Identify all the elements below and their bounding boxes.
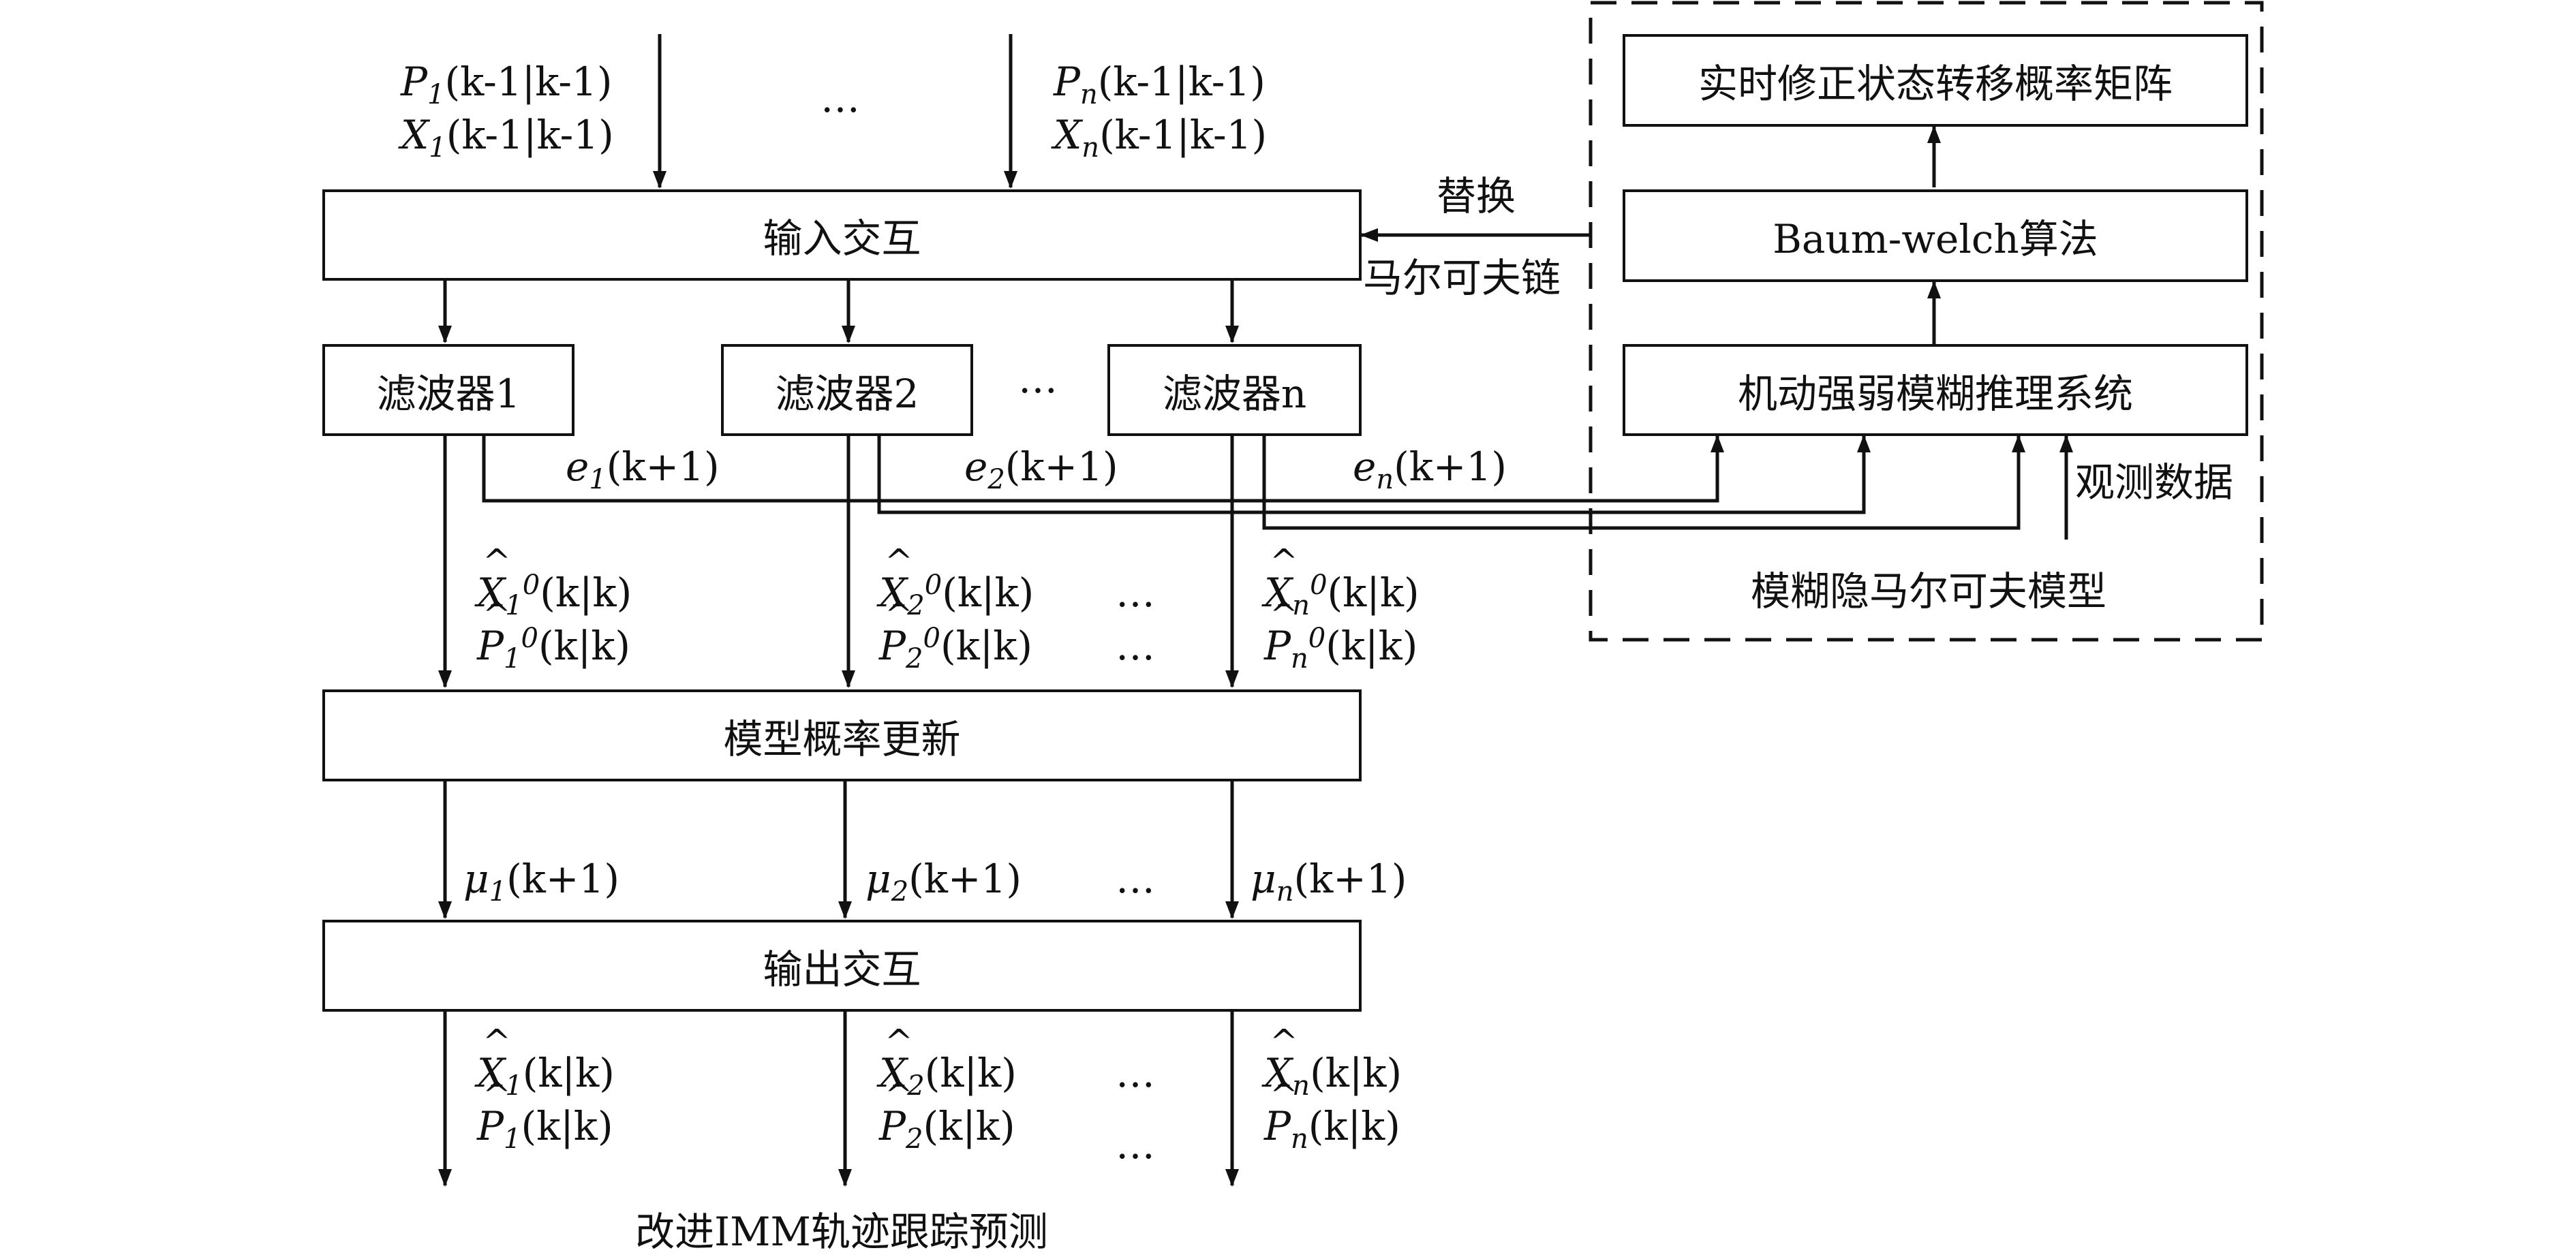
- est-p-2: P20(k|k): [879, 587, 1032, 673]
- fuzzy-inference-label: 机动强弱模糊推理系统: [1737, 370, 2133, 417]
- ellipsis-mu: …: [1116, 856, 1158, 902]
- fuzzy-hmm-frame: [1589, 1, 2264, 642]
- ellipsis-est-2: …: [1116, 623, 1158, 669]
- out-p-2: P2(k|k): [879, 1068, 1015, 1153]
- est-p-1: P10(k|k): [477, 587, 630, 673]
- mu-1-label: μ1(k+1): [463, 856, 620, 907]
- baum-welch-label: Baum-welch算法: [1773, 216, 2098, 262]
- output-interaction-label: 输出交互: [763, 946, 921, 993]
- output-interaction-box: 输出交互: [322, 920, 1362, 1012]
- observation-data-label: 观测数据: [2075, 459, 2234, 506]
- error-2-label: e2(k+1): [964, 444, 1118, 495]
- markov-chain-label: 马尔可夫链: [1363, 255, 1561, 301]
- ellipsis-filters: …: [1018, 356, 1060, 402]
- out-p-1: P1(k|k): [477, 1068, 613, 1153]
- model-prob-update-label: 模型概率更新: [723, 715, 961, 762]
- ellipsis-est-1: …: [1116, 570, 1158, 616]
- caption: 改进IMM轨迹跟踪预测: [635, 1209, 1048, 1255]
- fuzzy-inference-box: 机动强弱模糊推理系统: [1623, 344, 2248, 436]
- error-1-label: e1(k+1): [566, 444, 720, 495]
- filter-n-label: 滤波器n: [1162, 370, 1307, 417]
- input-n-cov: Pn(k-1|k-1): [1054, 59, 1266, 110]
- input-1-cov: P1(k-1|k-1): [401, 59, 613, 110]
- mu-2-label: μ2(k+1): [865, 856, 1022, 907]
- filter-n-box: 滤波器n: [1107, 344, 1362, 436]
- replace-label: 替换: [1437, 173, 1516, 219]
- input-interaction-label: 输入交互: [763, 215, 921, 262]
- model-prob-update-box: 模型概率更新: [322, 689, 1362, 781]
- ellipsis-out-2: …: [1116, 1121, 1158, 1168]
- input-n-state: Xn(k-1|k-1): [1054, 112, 1268, 164]
- realtime-correct-label: 实时修正状态转移概率矩阵: [1698, 61, 2173, 107]
- arrow-en: [1262, 435, 2025, 530]
- input-interaction-box: 输入交互: [322, 189, 1362, 281]
- baum-welch-box: Baum-welch算法: [1623, 189, 2248, 282]
- ellipsis-top: …: [821, 75, 863, 121]
- out-p-n: Pn(k|k): [1264, 1068, 1400, 1153]
- filter-2-label: 滤波器2: [775, 370, 919, 417]
- est-x-2: X20(k|k): [879, 534, 1034, 620]
- arrow-e2: [877, 435, 1871, 514]
- input-1-state: X1(k-1|k-1): [401, 112, 614, 164]
- out-x-1: X1(k|k): [477, 1014, 615, 1100]
- filter-1-label: 滤波器1: [376, 370, 521, 417]
- error-n-label: en(k+1): [1353, 444, 1507, 495]
- est-x-n: Xn0(k|k): [1264, 534, 1420, 620]
- realtime-correct-box: 实时修正状态转移概率矩阵: [1623, 34, 2248, 127]
- fuzzy-hmm-label: 模糊隐马尔可夫模型: [1750, 568, 2107, 615]
- out-x-n: Xn(k|k): [1264, 1014, 1402, 1100]
- est-p-n: Pn0(k|k): [1264, 587, 1417, 673]
- mu-n-label: μn(k+1): [1251, 856, 1407, 907]
- filter-1-box: 滤波器1: [322, 344, 574, 436]
- filter-2-box: 滤波器2: [721, 344, 973, 436]
- arrow-e1: [482, 435, 1724, 503]
- ellipsis-out-1: …: [1116, 1050, 1158, 1096]
